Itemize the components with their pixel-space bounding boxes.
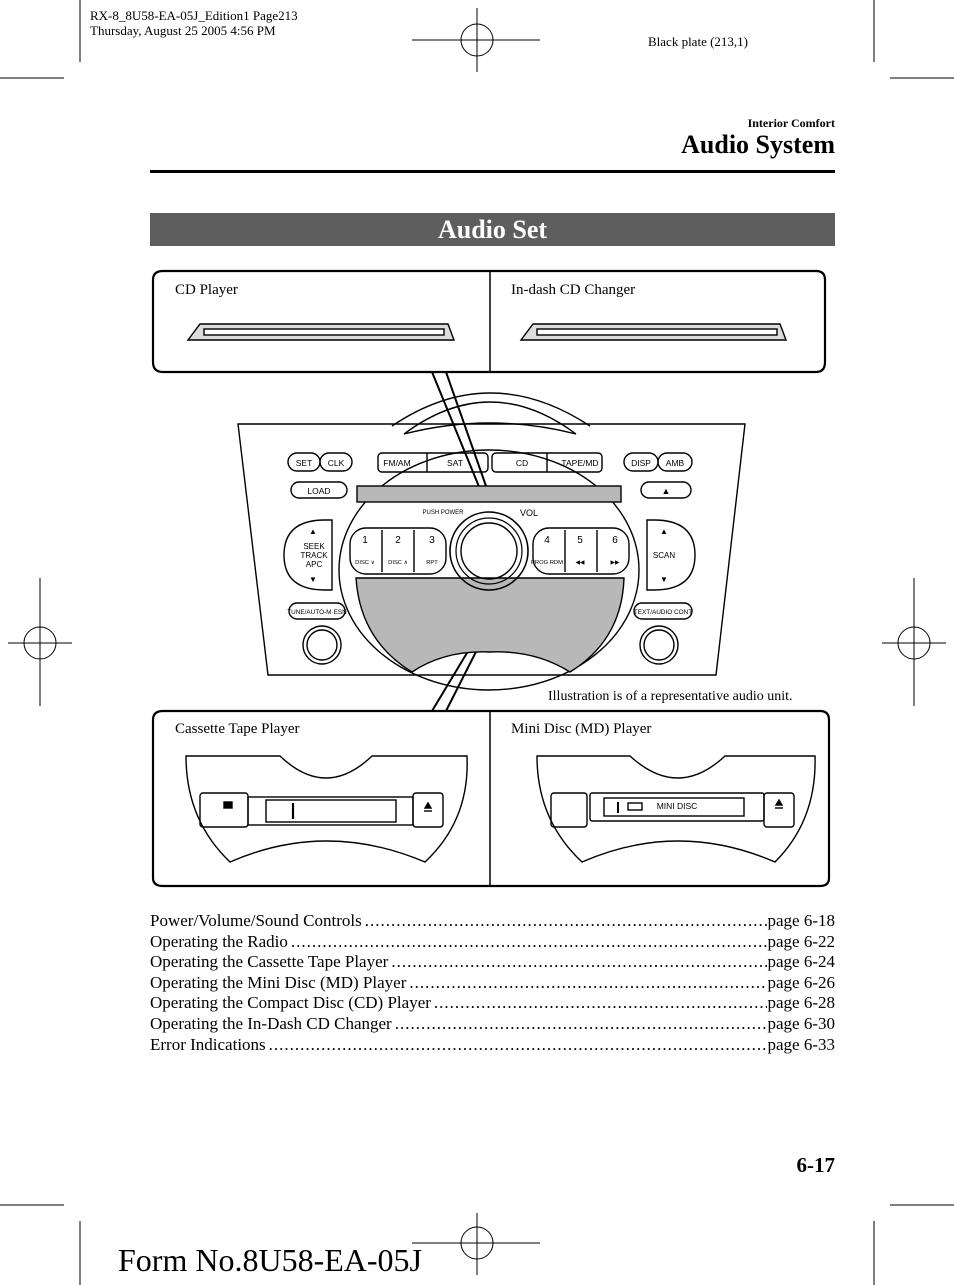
- seek-label-3: APC: [306, 560, 323, 569]
- label-cassette: Cassette Tape Player: [175, 721, 300, 737]
- preset-4: 4: [544, 535, 550, 546]
- toc-row[interactable]: Operating the Cassette Tape Player......…: [150, 952, 835, 972]
- toc-row[interactable]: Error Indications.......................…: [150, 1034, 835, 1054]
- print-meta-date: Thursday, August 25 2005 4:56 PM: [90, 23, 276, 38]
- toc-title: Operating the Radio: [150, 931, 288, 951]
- cd-button: CD: [516, 458, 528, 468]
- preset-2: 2: [395, 535, 401, 546]
- toc-title: Error Indications: [150, 1034, 266, 1054]
- toc-row[interactable]: Operating the Compact Disc (CD) Player..…: [150, 993, 835, 1013]
- toc-title: Operating the Mini Disc (MD) Player: [150, 972, 407, 992]
- text-audio-button: TEXT/AUDIO CONT: [634, 609, 692, 616]
- plate-info: Black plate (213,1): [648, 34, 748, 49]
- eject-button: ▲: [662, 486, 671, 496]
- toc-row[interactable]: Operating the In-Dash CD Changer........…: [150, 1013, 835, 1033]
- sat-button: SAT: [447, 458, 463, 468]
- clk-button: CLK: [328, 458, 345, 468]
- toc-page: page 6-22: [767, 931, 835, 951]
- vol-label: VOL: [520, 508, 538, 518]
- amb-button: AMB: [666, 458, 685, 468]
- toc-title: Operating the In-Dash CD Changer: [150, 1013, 392, 1033]
- preset-3: 3: [429, 535, 435, 546]
- scan-button: SCAN: [653, 551, 675, 560]
- tape-md-button: TAPE/MD: [561, 458, 598, 468]
- preset-sub-3: RPT: [426, 560, 438, 566]
- load-button: LOAD: [307, 486, 330, 496]
- disp-button: DISP: [631, 458, 651, 468]
- preset-sub-1: DISC ∨: [355, 560, 375, 566]
- unit-faceplate: [237, 423, 746, 676]
- preset-sub-6: ▶▶: [611, 560, 620, 566]
- toc-row[interactable]: Operating the Radio.....................…: [150, 931, 835, 951]
- mini-disc-unit-icon: [536, 755, 816, 863]
- cassette-unit-icon: [185, 755, 468, 863]
- page-title: Audio System: [681, 130, 835, 159]
- preset-6: 6: [612, 535, 618, 546]
- toc-page: page 6-26: [767, 972, 835, 992]
- section-label: Interior Comfort: [747, 116, 835, 130]
- toc-title: Power/Volume/Sound Controls: [150, 911, 362, 930]
- preset-sub-4: PROG RDM: [531, 560, 563, 566]
- print-meta: RX-8_8U58-EA-05J_Edition1 Page213 Thursd…: [90, 8, 298, 38]
- toc-row[interactable]: Power/Volume/Sound Controls.............…: [150, 911, 835, 930]
- svg-text:▲: ▲: [309, 527, 317, 536]
- label-in-dash-changer: In-dash CD Changer: [511, 282, 636, 298]
- toc-page: page 6-33: [767, 1034, 835, 1054]
- svg-text:▲: ▲: [660, 527, 668, 536]
- label-cd-player: CD Player: [175, 282, 238, 298]
- preset-sub-5: ◀◀: [576, 560, 585, 566]
- toc-title: Operating the Compact Disc (CD) Player: [150, 993, 431, 1013]
- svg-text:▼: ▼: [660, 575, 668, 584]
- toc-page: page 6-24: [767, 952, 835, 972]
- svg-text:▼: ▼: [309, 575, 317, 584]
- form-number: Form No.8U58-EA-05J: [118, 1242, 422, 1278]
- seek-label-1: SEEK: [303, 542, 325, 551]
- push-power-label: PUSH POWER: [422, 510, 464, 516]
- volume-knob: [449, 511, 529, 591]
- toc-page: page 6-28: [767, 993, 835, 1013]
- page-number: 6-17: [796, 1153, 836, 1177]
- toc-page: page 6-18: [767, 911, 835, 930]
- mini-disc-text: MINI DISC: [657, 801, 698, 811]
- illustration-note: Illustration is of a representative audi…: [548, 689, 793, 704]
- top-callout-frame: [151, 269, 827, 374]
- audio-unit-illustration: SET CLK FM/AM SAT CD TAPE/MD DISP AMB LO…: [151, 269, 831, 888]
- section-banner: Audio Set: [150, 213, 835, 246]
- toc-page: page 6-30: [767, 1013, 835, 1033]
- set-button: SET: [296, 458, 313, 468]
- print-meta-file: RX-8_8U58-EA-05J_Edition1 Page213: [90, 8, 298, 23]
- fm-am-button: FM/AM: [383, 458, 410, 468]
- seek-label-2: TRACK: [300, 551, 328, 560]
- toc-list: Power/Volume/Sound Controls.............…: [150, 911, 835, 1055]
- preset-1: 1: [362, 535, 368, 546]
- tune-button: TUNE/AUTO-M·ESN: [287, 609, 347, 616]
- toc-title: Operating the Cassette Tape Player: [150, 952, 389, 972]
- preset-sub-2: DISC ∧: [388, 560, 408, 566]
- preset-5: 5: [577, 535, 583, 546]
- header-rule: [150, 170, 835, 173]
- label-mini-disc: Mini Disc (MD) Player: [511, 721, 652, 737]
- toc-row[interactable]: Operating the Mini Disc (MD) Player.....…: [150, 972, 835, 992]
- bottom-callout-frame: [151, 709, 831, 888]
